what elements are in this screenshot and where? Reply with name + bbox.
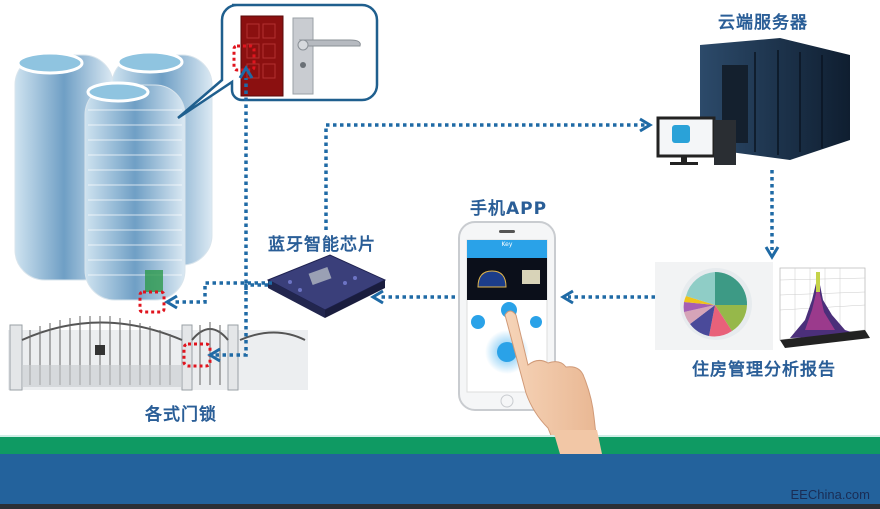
arrow-to-chip xyxy=(370,289,384,305)
3d-histogram-icon xyxy=(775,262,870,350)
footer-divider xyxy=(0,435,880,437)
gate-illustration xyxy=(8,316,308,391)
building-front xyxy=(84,81,186,301)
app-key-button-left xyxy=(471,315,485,329)
bluetooth-chip-board-icon xyxy=(266,254,387,318)
footer-dark-strip xyxy=(0,504,880,509)
buildings-illustration xyxy=(14,50,213,314)
arrow-to-app xyxy=(560,289,574,305)
arrow-to-door xyxy=(238,65,254,79)
arrow-to-server xyxy=(639,117,653,133)
door-handle-icon xyxy=(292,17,361,95)
building-door-highlight xyxy=(138,290,166,314)
label-cloud-server: 云端服务器 xyxy=(718,13,808,33)
monitor-icon xyxy=(656,116,736,165)
connector-lines xyxy=(172,78,774,357)
door-lock-callout xyxy=(177,3,379,120)
door-icon xyxy=(240,15,284,97)
arrow-to-gate xyxy=(207,347,221,363)
arrow-to-report xyxy=(764,246,780,260)
cloud-server-icon xyxy=(656,38,850,165)
app-header-bar xyxy=(467,240,547,258)
app-header-title: Key xyxy=(501,241,513,248)
arrow-to-building xyxy=(164,294,178,310)
footer-green-band xyxy=(0,437,880,454)
label-mobile-app: 手机APP xyxy=(470,199,548,219)
label-housing-report: 住房管理分析报告 xyxy=(692,360,836,380)
footer-blue-band xyxy=(0,454,880,504)
connector-chip-to-building xyxy=(172,281,272,304)
app-key-button-right xyxy=(530,316,542,328)
analysis-report-charts xyxy=(655,262,870,350)
finger-tap-hand xyxy=(504,310,599,454)
connector-chip-to-server xyxy=(324,123,648,230)
connector-chip-to-gate-and-door xyxy=(215,283,268,357)
label-door-locks: 各式门锁 xyxy=(145,405,217,425)
watermark-text: EEChina.com xyxy=(790,487,870,502)
app-power-button xyxy=(497,342,517,362)
arrowheads xyxy=(164,65,780,363)
label-bluetooth-chip: 蓝牙智能芯片 xyxy=(268,235,376,255)
pie-chart-icon xyxy=(680,268,752,340)
